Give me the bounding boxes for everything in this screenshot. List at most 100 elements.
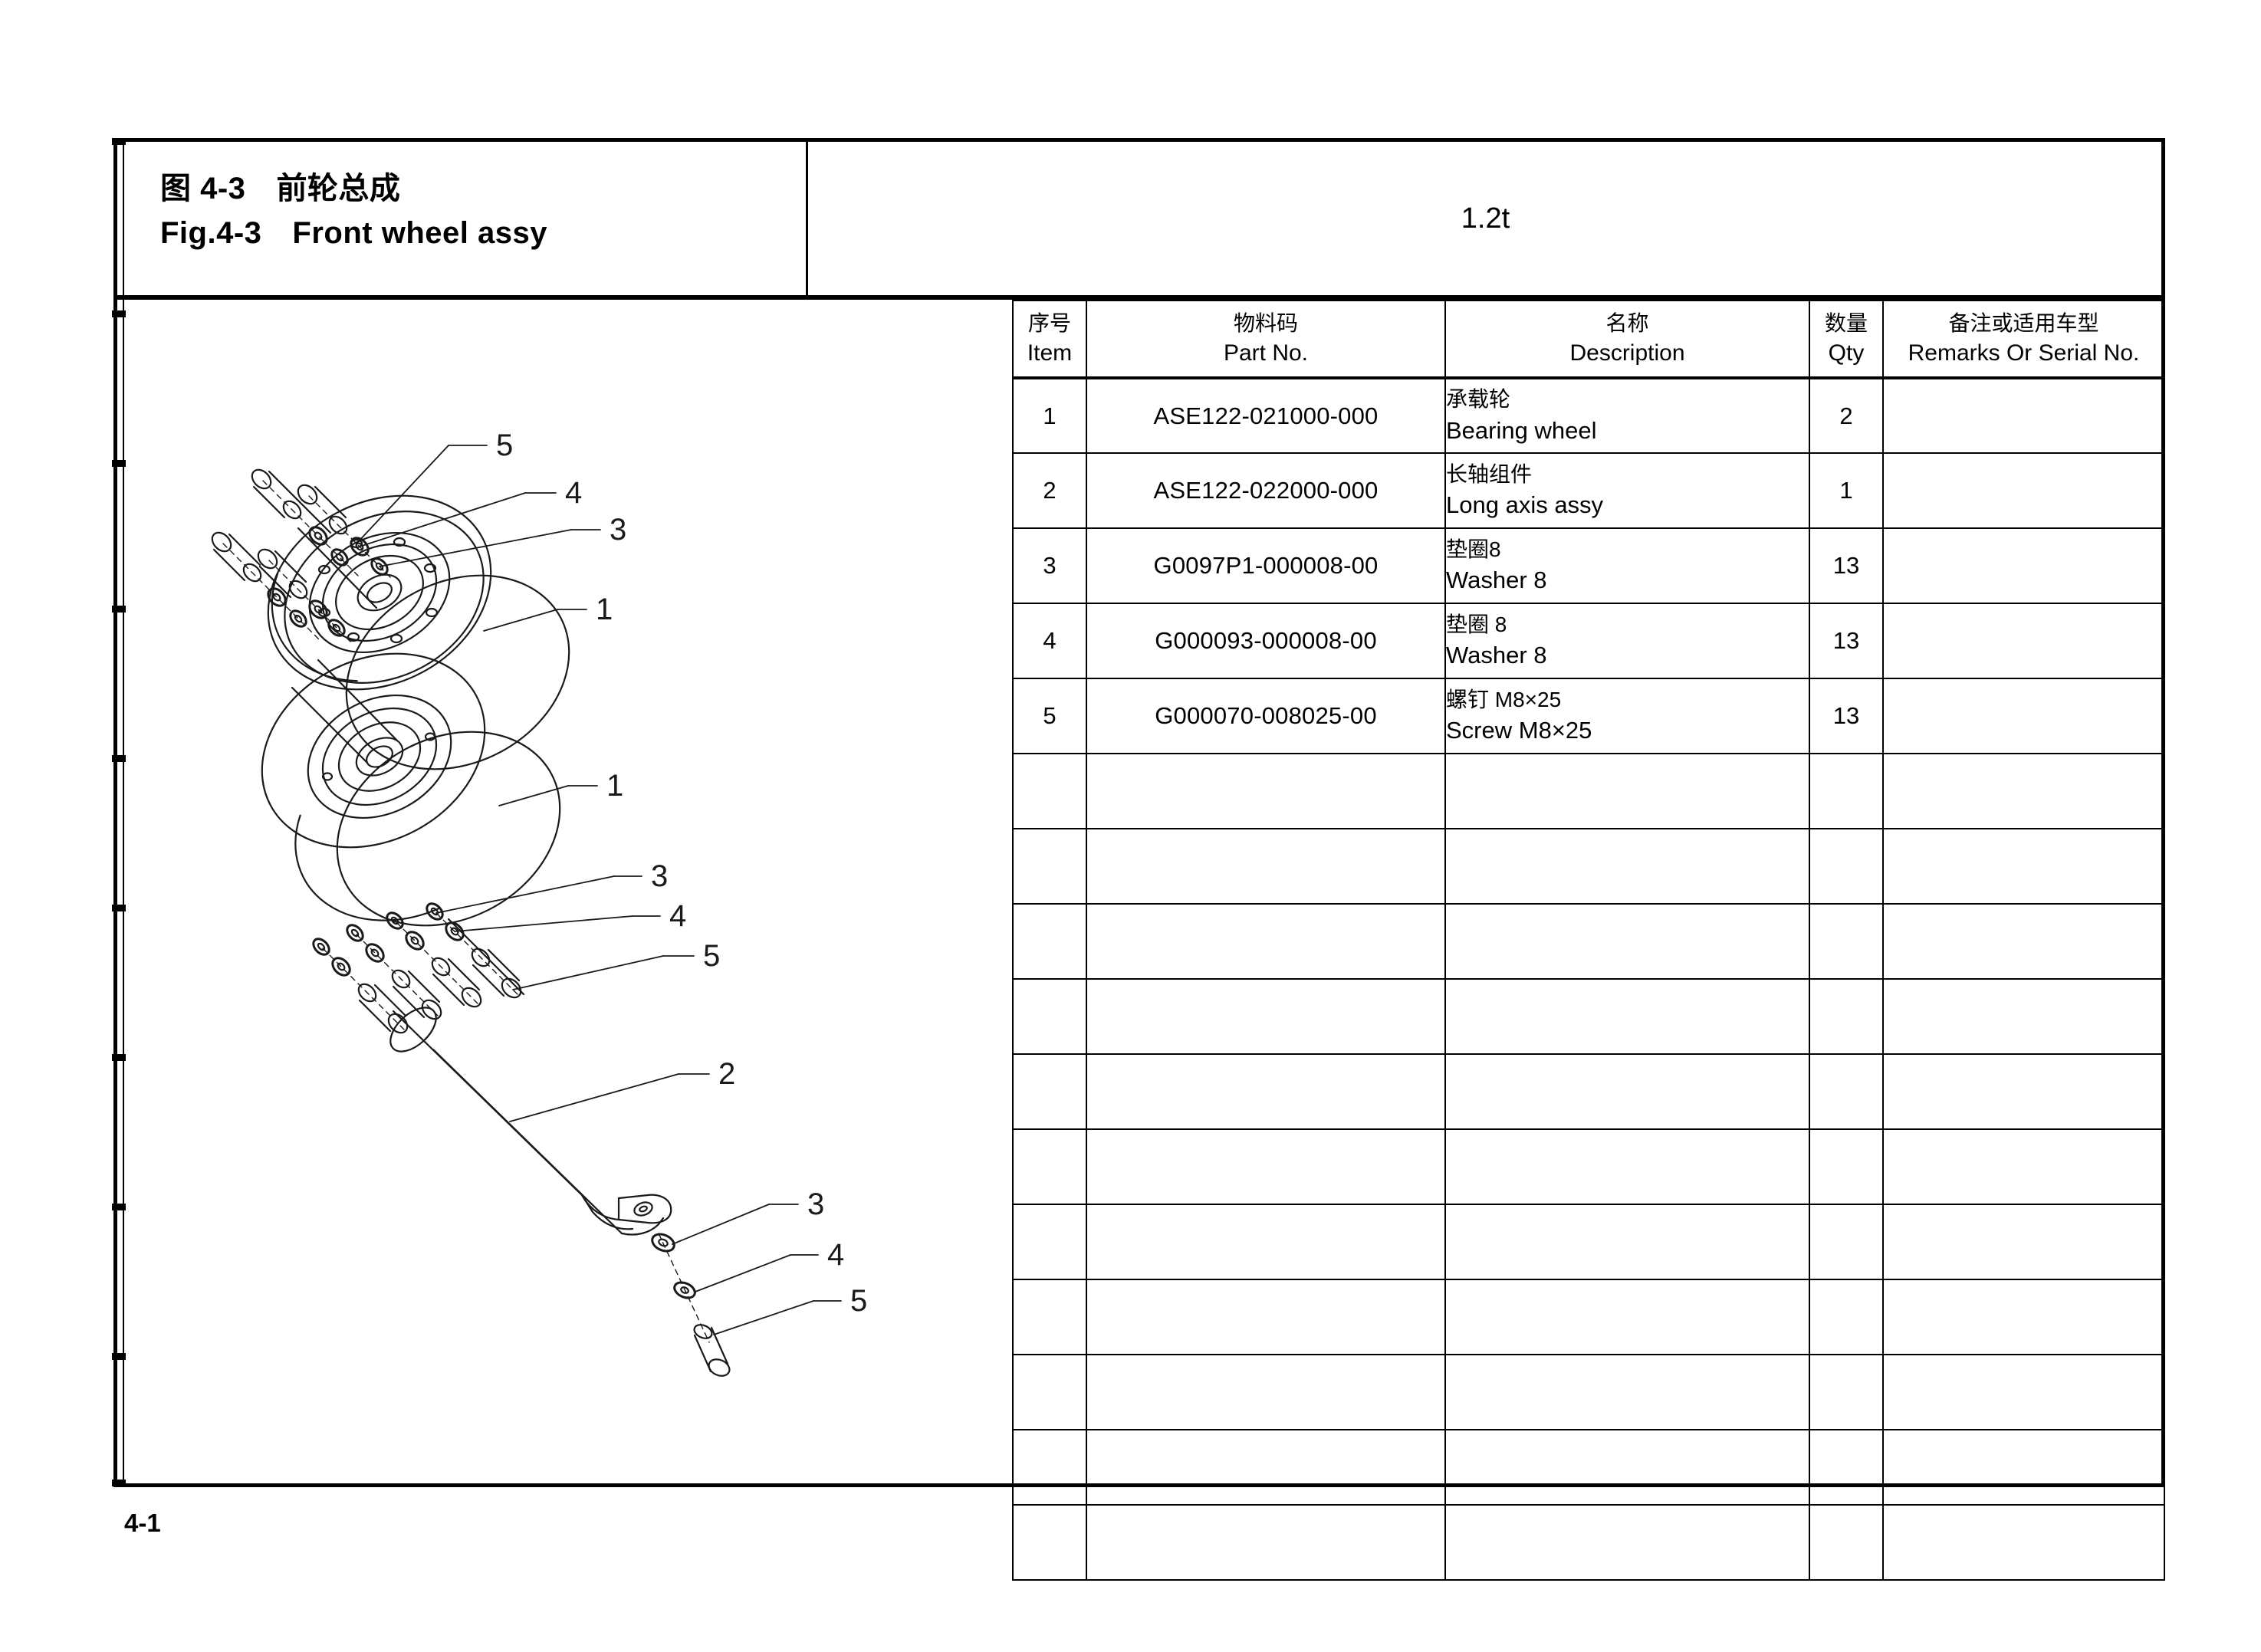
callout-label-3: 3 [610,513,626,547]
cell-empty [1012,903,1087,980]
column-header-part-no: 物料码 Part No. [1086,299,1446,380]
table-row-empty [1012,1504,2165,1581]
cell-empty [1882,1204,2165,1281]
cell-empty [1882,828,2165,905]
fastener-stack-lower-b [386,911,482,1008]
cell-empty [1444,1504,1810,1581]
cell-empty [1809,1429,1884,1506]
exploded-view-drawing: 5 4 3 1 1 3 4 5 2 3 4 5 [127,300,1013,1482]
cell-empty [1086,1429,1446,1506]
margin-tick [112,460,126,467]
fastener-stack-upper-a [251,468,359,576]
fastener-stack-upper-d [257,548,351,642]
callout-label-4: 4 [565,476,582,510]
cell-empty [1012,1128,1087,1206]
cell-empty [1809,1354,1884,1431]
table-row-empty [1012,1429,2165,1506]
cell-empty [1809,1204,1884,1281]
cell-empty [1809,978,1884,1056]
page-number: 4-1 [124,1509,161,1537]
table-row-empty [1012,1053,2165,1131]
model-capacity-label: 1.2t [1461,202,1510,235]
table-row-empty [1012,978,2165,1056]
cell-empty [1809,1504,1884,1581]
cell-empty [1086,1504,1446,1581]
cell-empty [1444,1204,1810,1281]
callout-label-5-bottom: 5 [850,1284,867,1318]
table-header-row: 序号 Item 物料码 Part No. 名称 Descriptio [1012,299,2165,380]
table-row-empty [1012,1354,2165,1431]
column-header-description-cn: 名称 [1605,311,1649,335]
cell-qty: 13 [1809,678,1884,755]
cell-empty [1012,1204,1087,1281]
cell-empty [1882,978,2165,1056]
cell-empty [1012,1279,1087,1356]
cell-part-no: G000093-000008-00 [1086,603,1446,680]
fastener-stack-bottom [651,1233,731,1377]
column-header-qty-en: Qty [1828,340,1865,366]
cell-empty [1086,1053,1446,1131]
callout-label-5-lower: 5 [703,939,720,973]
margin-tick [112,1204,126,1210]
cell-empty [1086,978,1446,1056]
cell-empty [1809,1279,1884,1356]
callout-label-4-bottom: 4 [827,1238,844,1272]
cell-part-no: ASE122-021000-000 [1086,377,1446,455]
margin-tick [112,310,126,317]
cell-description-cn: 垫圈 8 [1446,612,1507,636]
table-row-empty [1012,1128,2165,1206]
cell-qty: 13 [1809,527,1884,605]
fastener-stack-lower-c [346,924,442,1020]
cell-remarks [1882,452,2165,530]
cell-empty [1809,903,1884,980]
cell-description-en: Screw M8×25 [1446,717,1592,744]
cell-empty [1882,1053,2165,1131]
upper-bearing-wheel [267,494,570,770]
cell-empty [1012,1354,1087,1431]
lower-bearing-wheel [261,652,561,996]
margin-tick [112,1353,126,1360]
cell-empty [1444,1279,1810,1356]
cell-empty [1444,1053,1810,1131]
cell-empty [1086,1204,1446,1281]
column-header-item-en: Item [1027,340,1073,366]
column-header-part-no-cn: 物料码 [1233,311,1298,335]
callout-label-5: 5 [496,429,513,462]
column-header-remarks: 备注或适用车型 Remarks Or Serial No. [1882,299,2165,380]
table-row-empty [1012,828,2165,905]
cell-description-cn: 螺钉 M8×25 [1446,687,1562,711]
cell-part-no: ASE122-022000-000 [1086,452,1446,530]
cell-empty [1086,1279,1446,1356]
cell-empty [1444,903,1810,980]
column-header-description: 名称 Description [1444,299,1810,380]
fastener-stack-lower-d [312,938,409,1034]
cell-description-en: Washer 8 [1446,567,1547,594]
cell-empty [1882,1504,2165,1581]
column-header-remarks-en: Remarks Or Serial No. [1908,340,2140,366]
cell-empty [1444,753,1810,830]
cell-item: 3 [1012,527,1087,605]
long-axis-shaft [389,1007,672,1236]
front-wheel-assembly-illustration: 5 4 3 1 1 3 4 5 2 3 4 5 [211,429,867,1377]
figure-name-en: Front wheel assy [292,216,547,250]
figure-number-en: Fig.4-3 [160,216,262,250]
cell-empty [1444,978,1810,1056]
margin-rule [123,138,124,1487]
margin-tick [112,606,126,613]
cell-empty [1809,828,1884,905]
table-row-empty [1012,1279,2165,1356]
callout-label-2: 2 [718,1057,735,1091]
cell-remarks [1882,603,2165,680]
cell-description-en: Long axis assy [1446,491,1604,519]
cell-item: 5 [1012,678,1087,755]
fastener-stack-upper-c [211,531,320,641]
margin-tick [112,755,126,762]
